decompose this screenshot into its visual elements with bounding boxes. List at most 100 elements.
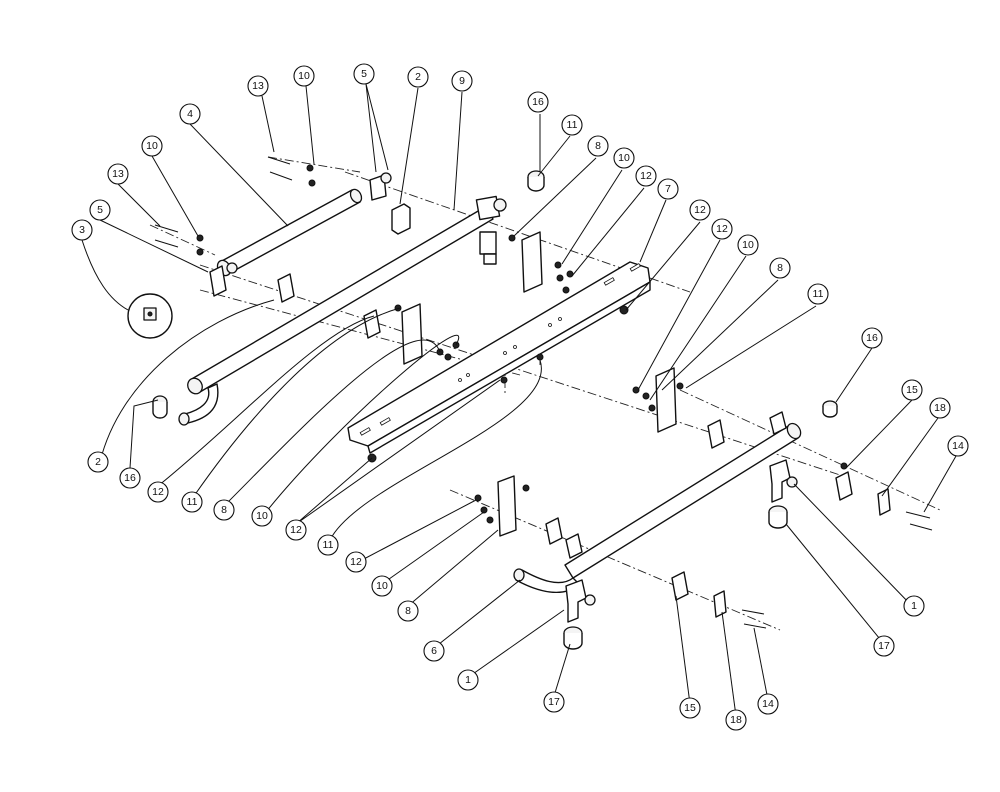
- svg-text:10: 10: [376, 580, 388, 592]
- callout-15: 15: [679, 697, 701, 719]
- callout-10: 10: [371, 575, 393, 597]
- callout-14: 14: [757, 693, 779, 715]
- svg-text:8: 8: [221, 504, 227, 516]
- svg-text:11: 11: [323, 539, 334, 551]
- svg-text:11: 11: [813, 288, 824, 300]
- callout-17: 17: [543, 691, 565, 713]
- callout-10: 10: [293, 65, 315, 87]
- callout-15: 15: [901, 379, 923, 401]
- callout-10: 10: [737, 234, 759, 256]
- svg-text:13: 13: [112, 168, 124, 180]
- svg-text:16: 16: [532, 96, 544, 108]
- callout-2: 2: [87, 451, 109, 473]
- svg-text:12: 12: [152, 486, 164, 498]
- svg-text:10: 10: [146, 140, 158, 152]
- svg-text:5: 5: [97, 204, 103, 216]
- callout-10: 10: [141, 135, 163, 157]
- svg-text:6: 6: [431, 645, 437, 657]
- callout-3: 3: [71, 219, 93, 241]
- callout-13: 13: [107, 163, 129, 185]
- callout-8: 8: [213, 499, 235, 521]
- callout-5: 5: [89, 199, 111, 221]
- svg-text:15: 15: [906, 384, 918, 396]
- callout-1: 1: [903, 595, 925, 617]
- svg-text:12: 12: [640, 170, 652, 182]
- callout-18: 18: [725, 709, 747, 731]
- svg-text:11: 11: [187, 496, 198, 508]
- callout-13: 13: [247, 75, 269, 97]
- callout-9: 9: [451, 70, 473, 92]
- callout-12: 12: [147, 481, 169, 503]
- callout-8: 8: [397, 600, 419, 622]
- callout-5: 5: [353, 63, 375, 85]
- callout-14: 14: [947, 435, 969, 457]
- callout-12: 12: [635, 165, 657, 187]
- callout-18: 18: [929, 397, 951, 419]
- svg-text:10: 10: [742, 239, 754, 251]
- svg-text:14: 14: [952, 440, 964, 452]
- callout-16: 16: [119, 467, 141, 489]
- callout-7: 7: [657, 178, 679, 200]
- center-lines: [149, 156, 941, 631]
- callout-12: 12: [345, 551, 367, 573]
- svg-text:12: 12: [350, 556, 362, 568]
- callout-11: 11: [317, 534, 339, 556]
- callout-16: 16: [861, 327, 883, 349]
- caps-fittings: [152, 170, 838, 650]
- main-frame-channel: [347, 261, 651, 454]
- svg-text:15: 15: [684, 702, 696, 714]
- svg-text:12: 12: [716, 223, 728, 235]
- svg-text:12: 12: [694, 204, 706, 216]
- svg-text:8: 8: [405, 605, 411, 617]
- callout-12: 12: [689, 199, 711, 221]
- hardware: [154, 156, 933, 629]
- svg-text:8: 8: [777, 262, 783, 274]
- svg-text:10: 10: [298, 70, 310, 82]
- callout-10: 10: [613, 147, 635, 169]
- svg-text:10: 10: [256, 510, 268, 522]
- callout-8: 8: [587, 135, 609, 157]
- svg-text:5: 5: [361, 68, 367, 80]
- svg-text:14: 14: [762, 698, 774, 710]
- callout-12: 12: [711, 218, 733, 240]
- callout-11: 11: [807, 283, 829, 305]
- tube-upper-left: [216, 188, 363, 277]
- svg-text:12: 12: [290, 524, 302, 536]
- callout-1: 1: [457, 669, 479, 691]
- callout-11: 11: [181, 491, 203, 513]
- callout-10: 10: [251, 505, 273, 527]
- svg-text:9: 9: [459, 75, 465, 87]
- callouts: 13 10 5 2 9 16 11 8 10 12 7 12 12 10 8 1…: [71, 63, 969, 731]
- svg-text:16: 16: [124, 472, 136, 484]
- callout-2: 2: [407, 66, 429, 88]
- tube-long-diagonal: [178, 195, 507, 426]
- svg-text:11: 11: [567, 119, 578, 131]
- callout-12: 12: [285, 519, 307, 541]
- callout-16: 16: [527, 91, 549, 113]
- svg-text:17: 17: [878, 640, 890, 652]
- svg-text:1: 1: [911, 600, 917, 612]
- small-plates: [713, 488, 891, 618]
- tube-lower-right: [513, 422, 802, 593]
- svg-text:18: 18: [934, 402, 946, 414]
- svg-text:2: 2: [415, 71, 421, 83]
- svg-text:10: 10: [618, 152, 630, 164]
- svg-text:7: 7: [665, 183, 671, 195]
- svg-text:2: 2: [95, 456, 101, 468]
- callout-6: 6: [423, 640, 445, 662]
- svg-text:1: 1: [465, 674, 471, 686]
- callout-11: 11: [561, 114, 583, 136]
- callout-4: 4: [179, 103, 201, 125]
- svg-text:16: 16: [866, 332, 878, 344]
- svg-text:18: 18: [730, 714, 742, 726]
- leader-lines: [81, 83, 957, 717]
- svg-text:3: 3: [79, 224, 85, 236]
- svg-text:17: 17: [548, 696, 560, 708]
- callout-17: 17: [873, 635, 895, 657]
- svg-text:13: 13: [252, 80, 264, 92]
- svg-text:4: 4: [187, 108, 193, 120]
- callout-8: 8: [769, 257, 791, 279]
- detail-circle: [127, 293, 173, 339]
